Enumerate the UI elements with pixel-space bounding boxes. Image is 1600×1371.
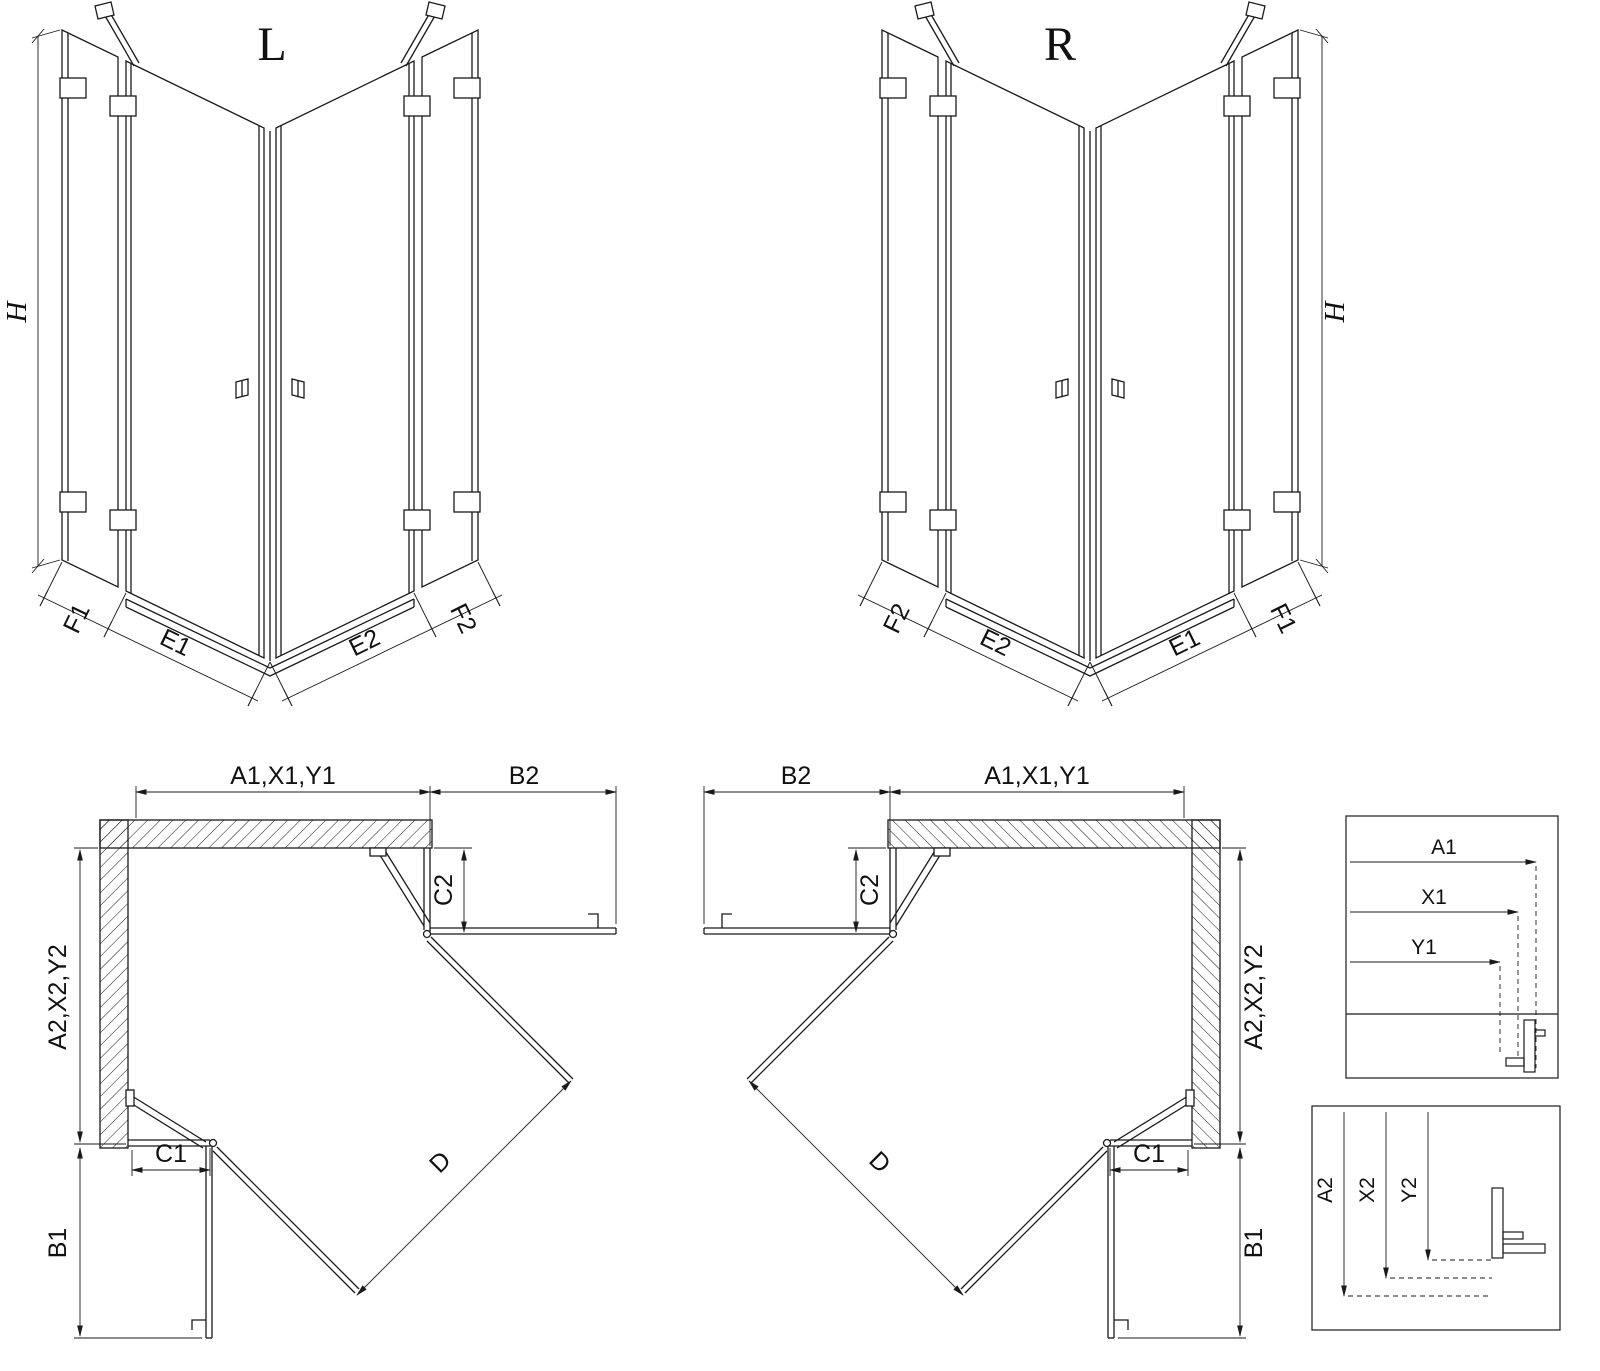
view-title-right: R: [1044, 18, 1076, 71]
dim-label-f2-left: F2: [444, 599, 482, 638]
detail-label-a2: A2: [1314, 1177, 1337, 1203]
front-view-right-geometry: [857, 1, 1329, 707]
dim-label-b2-right: B2: [781, 762, 812, 790]
view-title-left: L: [257, 18, 286, 71]
detail-label-y1: Y1: [1411, 936, 1437, 959]
dim-label-f1-right: F1: [1264, 599, 1302, 638]
dim-label-a2x2y2-right: A2,X2,Y2: [1240, 944, 1268, 1050]
dim-label-c2-left: C2: [430, 874, 458, 906]
detail-label-x2: X2: [1356, 1177, 1379, 1203]
plan-view-right-labels: B2 A1,X1,Y1 C2 A2,X2,Y2 C1 B1 D: [781, 762, 1268, 1258]
detail-box-bottom: [1311, 1105, 1561, 1331]
dim-label-h-right: H: [1319, 299, 1351, 323]
detail-label-y2: Y2: [1398, 1177, 1421, 1203]
dim-label-h-left: H: [1, 299, 33, 323]
plan-view-right-geometry: [704, 786, 1246, 1338]
plan-view-left-geometry: [74, 786, 616, 1338]
dim-label-b1-right: B1: [1240, 1228, 1268, 1259]
dim-label-b2-left: B2: [509, 762, 540, 790]
dim-label-f2-right: F2: [878, 599, 916, 638]
dim-label-a1x1y1-left: A1,X1,Y1: [230, 762, 336, 790]
dim-label-c2-right: C2: [856, 874, 884, 906]
plan-view-left-labels: A1,X1,Y1 B2 C2 A2,X2,Y2 C1 B1 D: [44, 762, 539, 1258]
detail-box-top: [1345, 815, 1559, 1079]
dim-label-a1x1y1-right: A1,X1,Y1: [984, 762, 1090, 790]
dim-label-a2x2y2-left: A2,X2,Y2: [44, 944, 72, 1050]
dim-label-d-right: D: [863, 1146, 896, 1179]
dim-label-c1-right: C1: [1133, 1140, 1165, 1168]
detail-box-top-labels: A1 X1 Y1: [1411, 836, 1457, 959]
detail-label-a1: A1: [1431, 836, 1457, 859]
dim-label-c1-left: C1: [155, 1140, 187, 1168]
dim-label-b1-left: B1: [44, 1228, 72, 1259]
dim-label-d-left: D: [424, 1146, 457, 1179]
detail-label-x1: X1: [1421, 886, 1447, 909]
front-view-left-geometry: [31, 1, 503, 707]
dim-label-f1-left: F1: [58, 599, 96, 638]
detail-box-bottom-labels: A2 X2 Y2: [1314, 1177, 1421, 1203]
